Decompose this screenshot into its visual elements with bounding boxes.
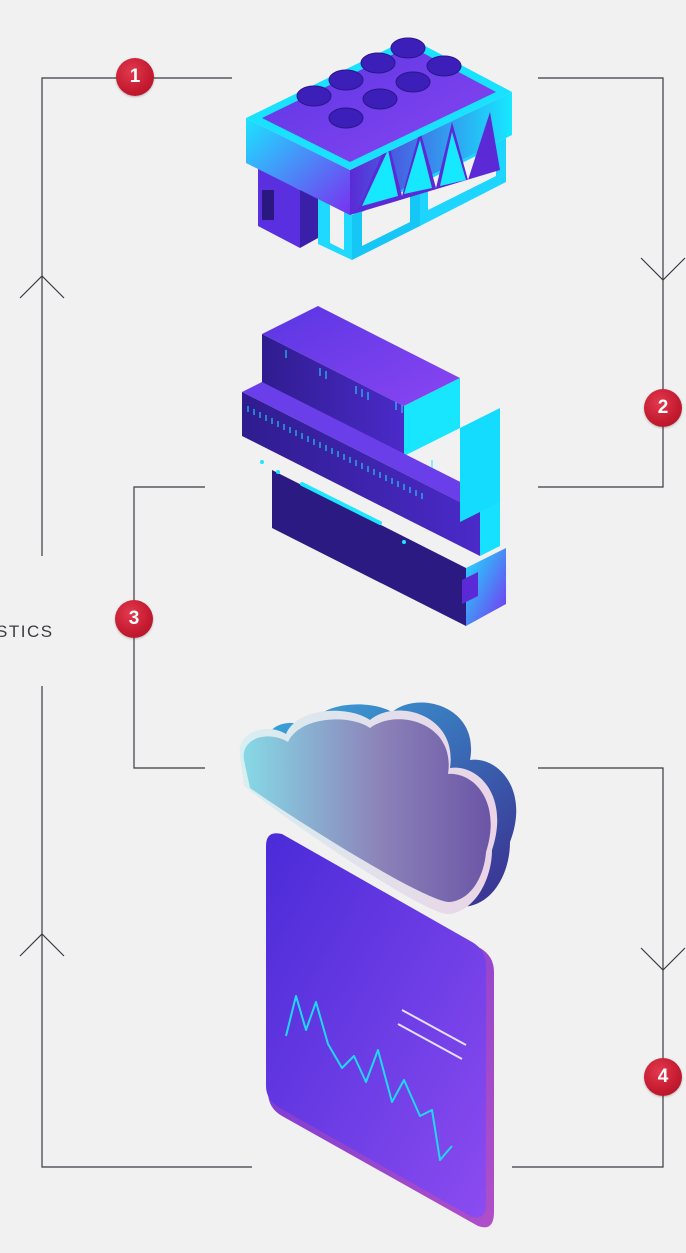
dashboard-chart-icon — [266, 833, 494, 1228]
step-badge-4: 4 — [644, 1058, 682, 1096]
server-rack-icon — [242, 306, 506, 626]
connector-lines — [41, 77, 664, 1168]
arrow-up-icon — [19, 933, 65, 957]
arrow-down-icon — [640, 947, 686, 971]
side-label: STICS — [0, 622, 54, 641]
trend-line — [285, 995, 453, 1161]
cloud-icon — [239, 702, 517, 915]
arrow-up-icon — [19, 275, 65, 299]
step-badge-2: 2 — [644, 389, 682, 427]
step-badge-1: 1 — [116, 58, 154, 96]
arrow-down-icon — [640, 257, 686, 281]
step-badge-3: 3 — [115, 600, 153, 638]
sensor-module-icon — [246, 37, 512, 260]
